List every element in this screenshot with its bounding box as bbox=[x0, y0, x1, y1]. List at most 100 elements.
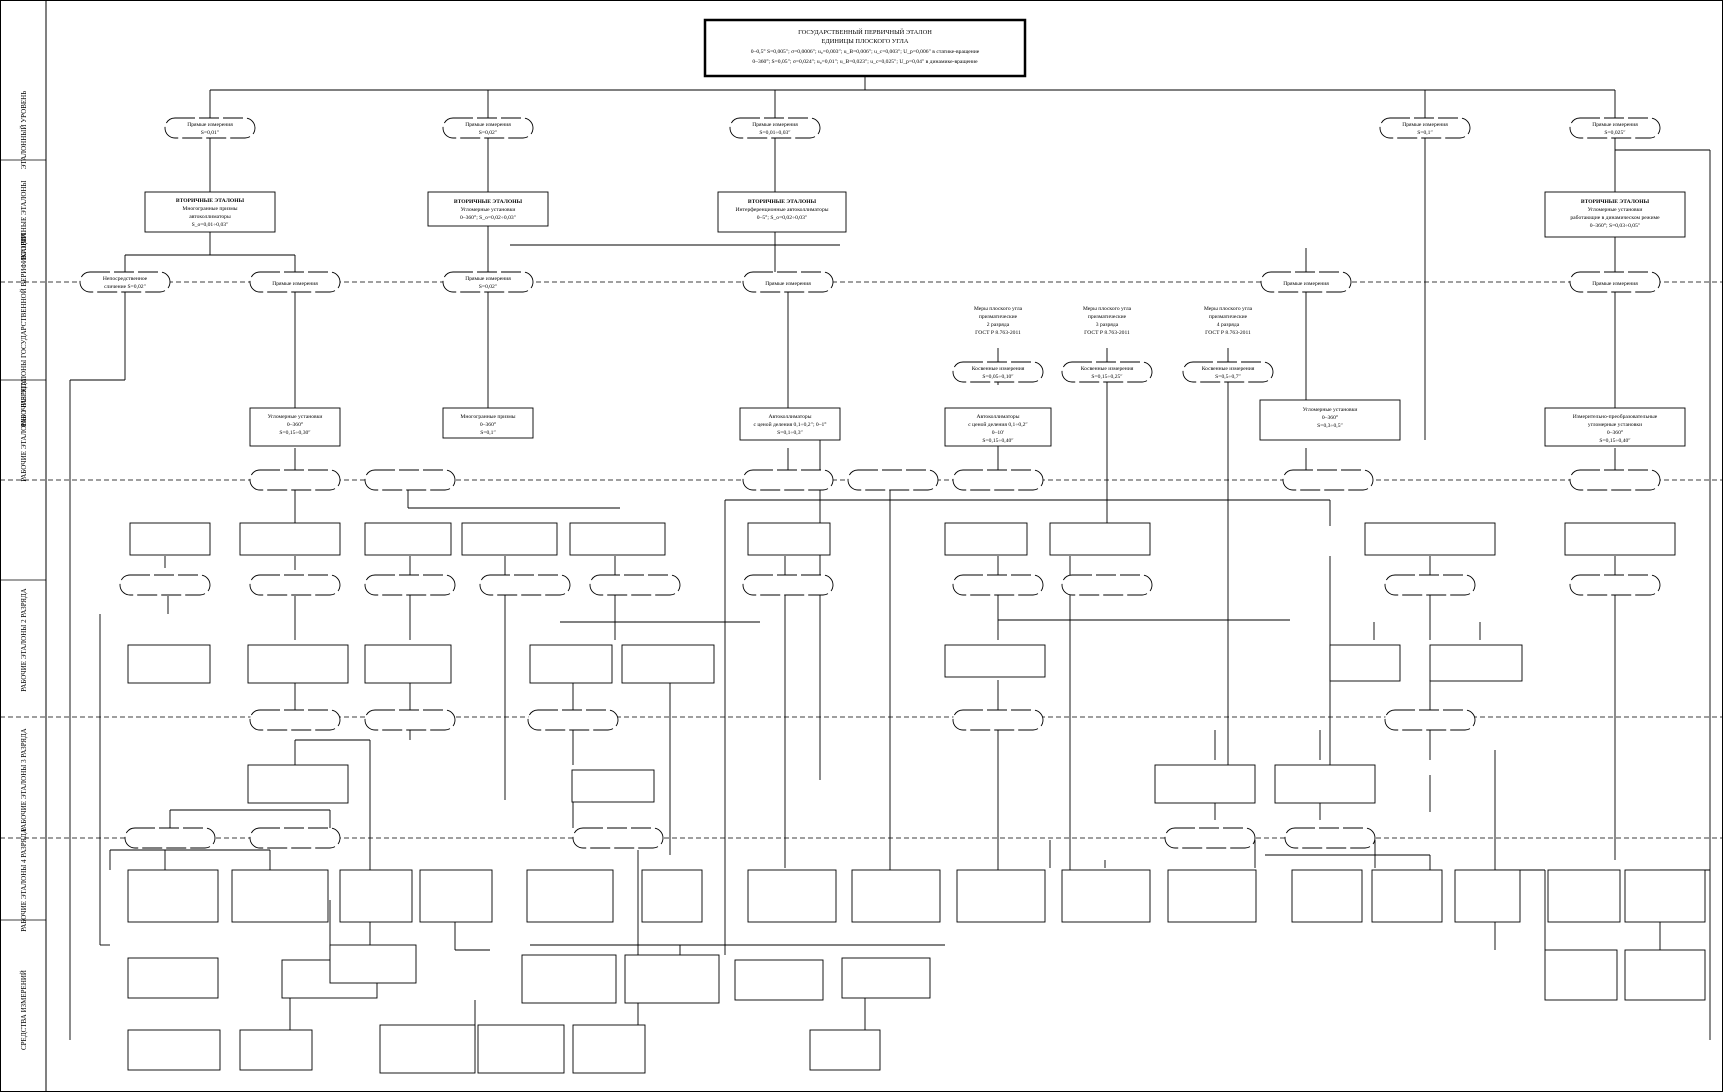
secondary-boxes: ВТОРИЧНЫЕ ЭТАЛОНЫ Многогранные призмы ав… bbox=[144, 191, 1686, 238]
connector-lines bbox=[69, 76, 1711, 1040]
svg-text:S=0,3÷0,5″: S=0,3÷0,5″ bbox=[1317, 423, 1343, 429]
svg-text:ГОСТ Р 8.763-2011: ГОСТ Р 8.763-2011 bbox=[1205, 330, 1251, 336]
level-label-2: РАБОЧИЕ ЭТАЛОНЫ ГОСУДАРСТВЕННОЙ ВЕРИФИКА… bbox=[20, 233, 28, 427]
svg-text:автоколлиматоры: автоколлиматоры bbox=[189, 214, 231, 220]
primary-subtitle: ЕДИНИЦЫ ПЛОСКОГО УГЛА bbox=[822, 38, 909, 45]
svg-text:S=0,025″: S=0,025″ bbox=[1604, 130, 1626, 136]
lower-ovals bbox=[119, 469, 1661, 849]
svg-text:с ценой деления 0,1÷0,2″; 0–1°: с ценой деления 0,1÷0,2″; 0–1° bbox=[753, 421, 826, 428]
svg-text:угломерные установки: угломерные установки bbox=[1588, 422, 1642, 428]
svg-text:S_o=0,01÷0,03″: S_o=0,01÷0,03″ bbox=[192, 222, 230, 228]
svg-text:призматические: призматические bbox=[1209, 314, 1248, 320]
oval-o1: Прямые измерения S=0,01″ bbox=[164, 117, 256, 139]
oval-o5: Прямые измерения S=0,025″ bbox=[1569, 117, 1661, 139]
level-label-5: РАБОЧИЕ ЭТАЛОНЫ 3 РАЗРЯДА bbox=[20, 728, 28, 831]
box-b10: Измерительно-преобразовательные угломерн… bbox=[1544, 407, 1686, 447]
box-b9: Угломерные установки 0–360° S=0,3÷0,5″ bbox=[1259, 399, 1401, 441]
svg-text:Угломерные установки: Угломерные установки bbox=[461, 207, 516, 213]
working-boxes: Угломерные установки 0–360° S=0,15÷0,30″… bbox=[249, 399, 1686, 447]
svg-text:0–360°: 0–360° bbox=[480, 421, 496, 428]
primary-standard-box: ГОСУДАРСТВЕННЫЙ ПЕРВИЧНЫЙ ЭТАЛОН ЕДИНИЦЫ… bbox=[703, 18, 1027, 78]
svg-text:S=0,1″: S=0,1″ bbox=[480, 430, 496, 436]
level-label-7: СРЕДСТВА ИЗМЕРЕНИЙ bbox=[20, 970, 28, 1050]
svg-text:Косвенные измерения: Косвенные измерения bbox=[1202, 366, 1255, 372]
oval-o3: Прямые измерения S=0,01÷0,03″ bbox=[729, 117, 821, 139]
svg-text:Прямые измерения: Прямые измерения bbox=[465, 122, 511, 128]
svg-text:0–360°: 0–360° bbox=[1322, 414, 1338, 421]
svg-text:сличение S=0,02″: сличение S=0,02″ bbox=[104, 284, 146, 290]
svg-text:2 разряда: 2 разряда bbox=[987, 322, 1010, 328]
svg-text:S=0,15÷0,25″: S=0,15÷0,25″ bbox=[1091, 374, 1123, 380]
svg-text:Косвенные измерения: Косвенные измерения bbox=[1081, 366, 1134, 372]
oval-o8: Прямые измерения S=0,02″ bbox=[442, 271, 534, 293]
instrument-boxes bbox=[127, 522, 1706, 1074]
svg-text:S=0,1÷0,3″: S=0,1÷0,3″ bbox=[777, 430, 803, 436]
box-b2: ВТОРИЧНЫЕ ЭТАЛОНЫ Угломерные установки 0… bbox=[427, 191, 549, 227]
level-separators bbox=[0, 281, 1723, 839]
svg-text:Прямые измерения: Прямые измерения bbox=[1283, 281, 1329, 287]
svg-text:ВТОРИЧНЫЕ ЭТАЛОНЫ: ВТОРИЧНЫЕ ЭТАЛОНЫ bbox=[176, 198, 245, 204]
svg-text:ВТОРИЧНЫЕ ЭТАЛОНЫ: ВТОРИЧНЫЕ ЭТАЛОНЫ bbox=[1581, 199, 1650, 205]
svg-text:Прямые измерения: Прямые измерения bbox=[752, 122, 798, 128]
primary-line2: 0–360°; S=0,05″; σ=0,024″; u₀=0,01″; u_B… bbox=[752, 58, 978, 65]
svg-text:Меры плоского угла: Меры плоского угла bbox=[974, 306, 1023, 312]
svg-text:Многогранные призмы: Многогранные призмы bbox=[182, 206, 237, 212]
svg-text:0–360°: 0–360° bbox=[1607, 429, 1623, 436]
primary-title: ГОСУДАРСТВЕННЫЙ ПЕРВИЧНЫЙ ЭТАЛОН bbox=[798, 28, 932, 36]
svg-text:Измерительно-преобразовательны: Измерительно-преобразовательные bbox=[1573, 413, 1658, 420]
svg-text:призматические: призматические bbox=[979, 314, 1018, 320]
svg-text:S=0,5÷0,7″: S=0,5÷0,7″ bbox=[1215, 374, 1241, 380]
svg-text:0–360°: 0–360° bbox=[287, 421, 303, 428]
svg-text:4 разряда: 4 разряда bbox=[1217, 322, 1240, 328]
svg-text:Угломерные установки: Угломерные установки bbox=[1303, 407, 1358, 413]
oval-o12: Косвенные измерения S=0,05÷0,10″ bbox=[952, 361, 1044, 383]
svg-text:Меры плоского угла: Меры плоского угла bbox=[1083, 306, 1132, 312]
box-b4: ВТОРИЧНЫЕ ЭТАЛОНЫ Угломерные установки р… bbox=[1544, 191, 1686, 238]
label-m1: Меры плоского угла призматические 2 разр… bbox=[974, 306, 1023, 336]
svg-text:Прямые измерения: Прямые измерения bbox=[1592, 122, 1638, 128]
svg-text:Прямые измерения: Прямые измерения bbox=[1402, 122, 1448, 128]
oval-o11: Прямые измерения bbox=[1569, 271, 1661, 293]
level-label-4: РАБОЧИЕ ЭТАЛОНЫ 2 РАЗРЯДА bbox=[20, 588, 28, 691]
box-b6: Многогранные призмы 0–360° S=0,1″ bbox=[442, 407, 534, 439]
svg-text:Косвенные измерения: Косвенные измерения bbox=[972, 366, 1025, 372]
svg-text:ГОСТ Р 8.763-2011: ГОСТ Р 8.763-2011 bbox=[975, 330, 1021, 336]
oval-o13: Косвенные измерения S=0,15÷0,25″ bbox=[1061, 361, 1153, 383]
prism-measure-labels: Меры плоского угла призматические 2 разр… bbox=[974, 306, 1253, 336]
svg-text:Меры плоского угла: Меры плоского угла bbox=[1204, 306, 1253, 312]
svg-text:0–5°; S_o=0,02÷0,03″: 0–5°; S_o=0,02÷0,03″ bbox=[757, 214, 808, 221]
label-m2: Меры плоского угла призматические 3 разр… bbox=[1083, 306, 1132, 336]
primary-line1: 0–0,5° S=0,005″; σ=0,0006″; u₀=0,003″; u… bbox=[751, 48, 980, 55]
oval-o14: Косвенные измерения S=0,5÷0,7″ bbox=[1182, 361, 1274, 383]
box-b3: ВТОРИЧНЫЕ ЭТАЛОНЫ Интерференционные авто… bbox=[717, 191, 847, 233]
svg-text:ГОСТ Р 8.763-2011: ГОСТ Р 8.763-2011 bbox=[1084, 330, 1130, 336]
oval-o6: Непосредственное сличение S=0,02″ bbox=[79, 271, 171, 293]
oval-o7: Прямые измерения bbox=[249, 271, 341, 293]
svg-text:Угломерные установки: Угломерные установки bbox=[1588, 207, 1643, 213]
svg-text:3 разряда: 3 разряда bbox=[1096, 322, 1119, 328]
svg-text:ВТОРИЧНЫЕ ЭТАЛОНЫ: ВТОРИЧНЫЕ ЭТАЛОНЫ bbox=[748, 199, 817, 205]
method-ovals: Прямые измерения S=0,01″ Прямые измерени… bbox=[79, 117, 1661, 383]
svg-text:Непосредственное: Непосредственное bbox=[103, 276, 148, 282]
level-label-3: РАБОЧИЕ ЭТАЛОНЫ 1 РАЗРЯДА bbox=[20, 378, 28, 481]
oval-o2: Прямые измерения S=0,02″ bbox=[442, 117, 534, 139]
box-b7: Автоколлиматоры с ценой деления 0,1÷0,2″… bbox=[739, 407, 841, 441]
oval-o10: Прямые измерения bbox=[1260, 271, 1352, 293]
svg-text:S=0,15÷0,30″: S=0,15÷0,30″ bbox=[279, 430, 311, 436]
svg-text:Прямые измерения: Прямые измерения bbox=[272, 281, 318, 287]
svg-text:S=0,01÷0,03″: S=0,01÷0,03″ bbox=[759, 130, 791, 136]
svg-text:S=0,1″: S=0,1″ bbox=[1417, 130, 1433, 136]
svg-text:Интерференционные автоколлимат: Интерференционные автоколлиматоры bbox=[736, 206, 829, 213]
level-label-1: ВТОРИЧНЫЕ ЭТАЛОНЫ bbox=[20, 180, 28, 259]
svg-text:с ценой деления 0,1÷0,2″: с ценой деления 0,1÷0,2″ bbox=[968, 421, 1028, 428]
box-b8: Автоколлиматоры с ценой деления 0,1÷0,2″… bbox=[944, 407, 1052, 447]
svg-text:S=0,15÷0,40″: S=0,15÷0,40″ bbox=[1599, 438, 1631, 444]
svg-text:Автоколлиматоры: Автоколлиматоры bbox=[768, 414, 811, 420]
level-label-0: ЭТАЛОННЫЙ УРОВЕНЬ bbox=[20, 91, 28, 169]
svg-text:Прямые измерения: Прямые измерения bbox=[765, 281, 811, 287]
svg-text:S=0,02″: S=0,02″ bbox=[479, 130, 498, 136]
svg-text:S=0,15÷0,40″: S=0,15÷0,40″ bbox=[982, 438, 1014, 444]
oval-o9: Прямые измерения bbox=[742, 271, 834, 293]
svg-text:0–10′: 0–10′ bbox=[992, 430, 1004, 436]
